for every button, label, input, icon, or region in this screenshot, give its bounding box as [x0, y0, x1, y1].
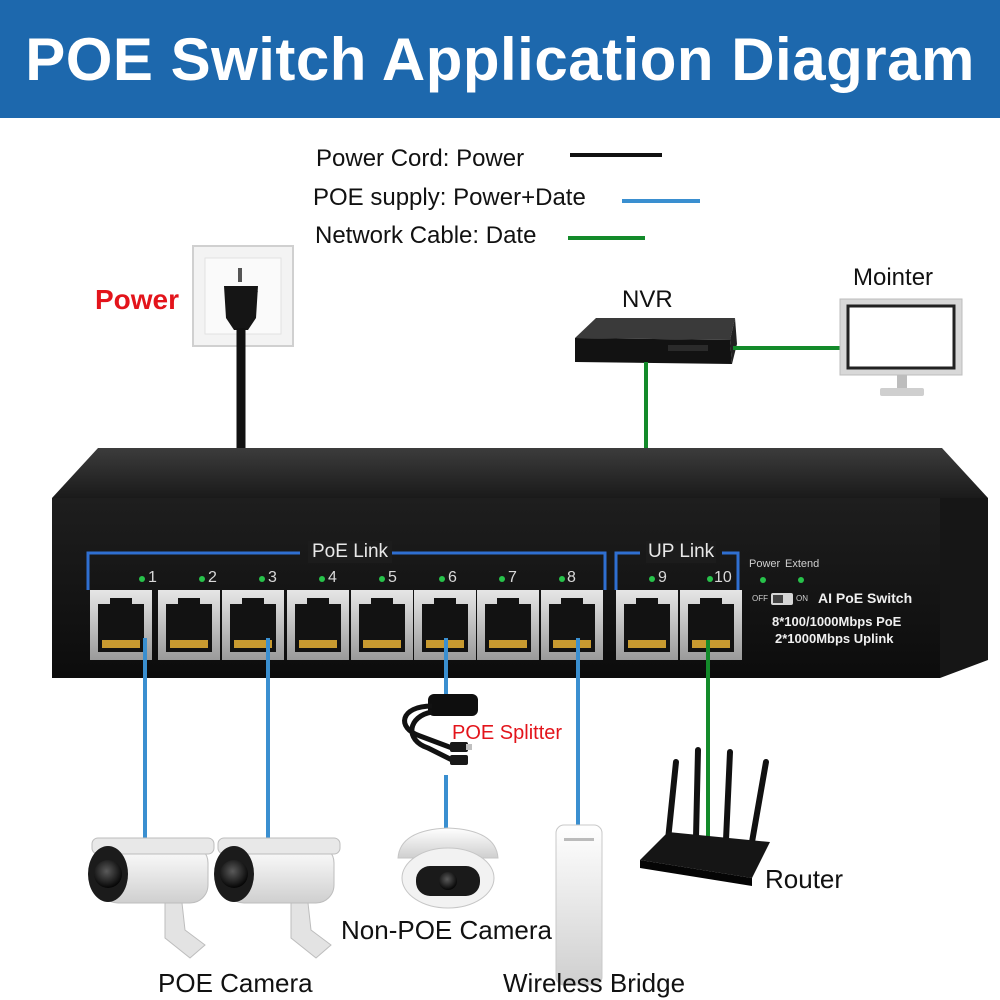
poe-camera-2-icon: [214, 837, 341, 959]
switch-model-label: AI PoE Switch: [818, 590, 913, 606]
wireless-bridge-icon: [555, 824, 603, 986]
port-number-8: 8: [567, 569, 576, 586]
nvr-icon: [575, 318, 737, 364]
legend-power-cord: Power Cord: Power: [316, 145, 524, 173]
legend-value: Power+Date: [453, 184, 586, 211]
port-number-10: 10: [714, 569, 732, 586]
router-icon: [640, 747, 770, 886]
legend-network-cable: Network Cable: Date: [315, 222, 536, 250]
legend-label: Power Cord:: [316, 145, 450, 172]
monitor-label: Mointer: [853, 264, 934, 291]
port-number-7: 7: [508, 569, 517, 586]
wall-socket-icon: [192, 245, 294, 347]
legend-value: Date: [485, 222, 537, 249]
port-number-6: 6: [448, 569, 457, 586]
toggle-off-label: OFF: [752, 594, 768, 603]
power-label: Power: [95, 284, 180, 315]
port-number-4: 4: [328, 569, 337, 586]
nvr-label: NVR: [622, 286, 673, 313]
non-poe-camera-label: Non-POE Camera: [341, 915, 552, 945]
toggle-on-label: ON: [796, 594, 808, 603]
dome-camera-icon: [397, 827, 499, 909]
monitor-icon: [839, 298, 963, 396]
poe-link-label: PoE Link: [308, 541, 393, 563]
port-number-3: 3: [268, 569, 277, 586]
switch-spec-poe: 8*100/1000Mbps PoE: [772, 614, 902, 629]
port-number-2: 2: [208, 569, 217, 586]
legend-label: POE supply:: [313, 184, 447, 211]
port-number-1: 1: [148, 569, 157, 586]
port-number-9: 9: [658, 569, 667, 586]
title-banner: POE Switch Application Diagram: [0, 0, 1000, 118]
uplink-label: UP Link: [646, 541, 717, 563]
legend-value: Power: [456, 145, 525, 172]
led-power-label: Power: [749, 558, 781, 570]
port-number-5: 5: [388, 569, 397, 586]
poe-camera-1-icon: [88, 837, 215, 959]
led-extend-label: Extend: [785, 558, 820, 570]
router-label: Router: [765, 864, 844, 894]
switch-spec-uplink: 2*1000Mbps Uplink: [775, 631, 894, 646]
legend-label: Network Cable:: [315, 222, 480, 249]
poe-splitter-label: POE Splitter: [452, 722, 563, 744]
poe-splitter-icon: [402, 694, 478, 765]
rj45-ports: [90, 590, 742, 660]
page-title: POE Switch Application Diagram: [25, 25, 975, 93]
wireless-bridge-label: Wireless Bridge: [503, 968, 686, 998]
legend-poe-supply: POE supply: Power+Date: [313, 184, 586, 212]
poe-camera-label: POE Camera: [158, 968, 313, 998]
